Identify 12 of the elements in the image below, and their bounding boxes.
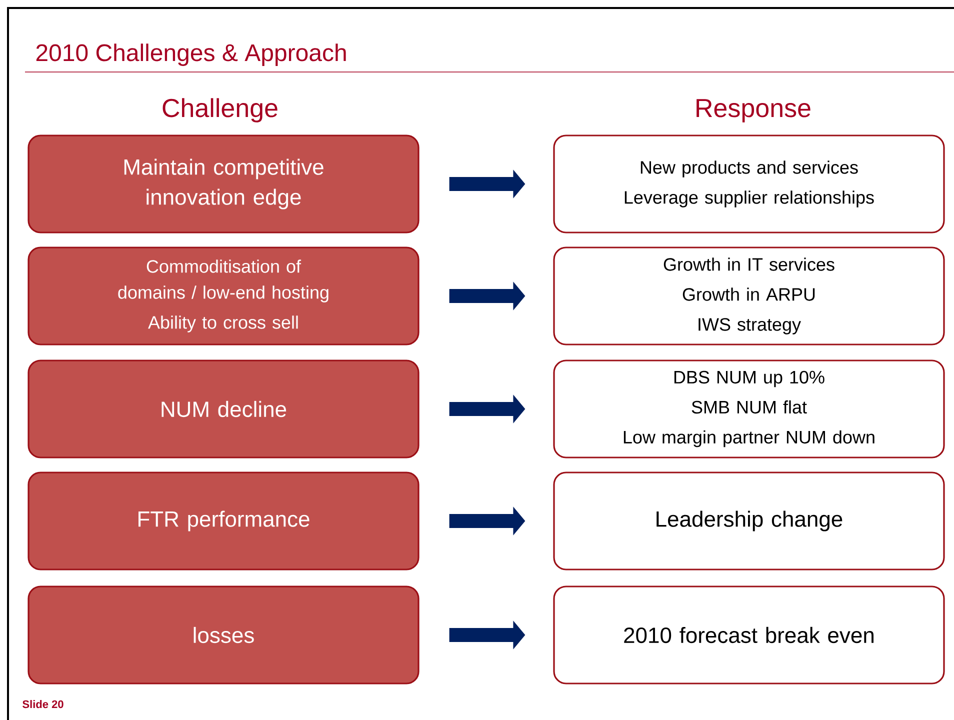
response-box: New products and services Leverage supplier relationships — [553, 134, 945, 234]
response-box: DBS NUM up 10% SMB NUM flat Low margin partner NUM down — [553, 360, 945, 458]
challenge-box: NUM decline — [28, 360, 420, 458]
slide-number: Slide 20 — [22, 700, 64, 708]
challenge-box: FTR performance — [28, 472, 420, 570]
response-box: Leadership change — [553, 472, 945, 570]
response-box: 2010 forecast break even — [553, 586, 945, 684]
challenge-box: Maintain competitive innovation edge — [28, 134, 420, 234]
challenge-box: losses — [28, 586, 420, 684]
slide-title: 2010 Challenges & Approach — [36, 44, 346, 66]
challenge-box: Commoditisation of domains / low-end hosting Ability to cross sell — [28, 246, 420, 346]
response-box: Growth in IT services Growth in ARPU IWS strategy — [553, 246, 945, 346]
